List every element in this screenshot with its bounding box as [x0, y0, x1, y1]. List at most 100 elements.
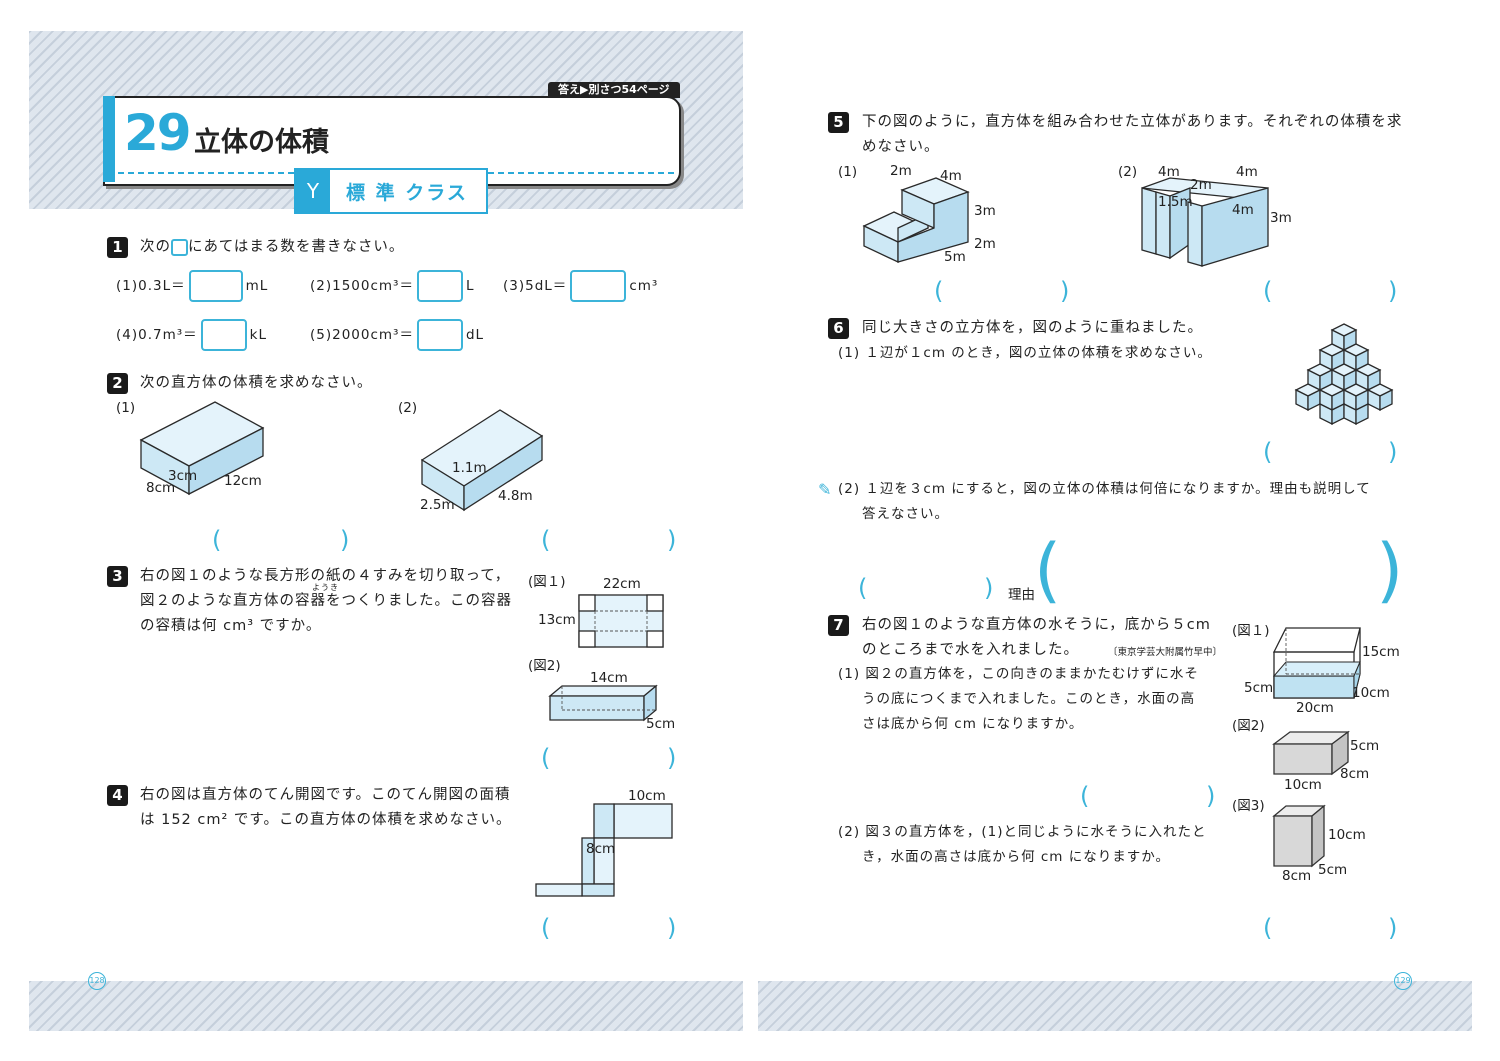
q7-fig2-width: 10cm	[1284, 777, 1322, 793]
q6-cube-pyramid	[1294, 323, 1394, 426]
q5-fig2-dim-d: 1.5m	[1158, 194, 1193, 210]
blank-box-icon	[171, 238, 188, 256]
question-number-6: 6	[828, 318, 849, 339]
q7-sub1-line1: (1) 図２の直方体を，この向きのままかたむけずに水そ	[838, 666, 1199, 682]
q2-sub1-label: (1)	[116, 400, 136, 416]
item-unit: mL	[245, 278, 269, 294]
q7-fig3-depth: 5cm	[1318, 862, 1348, 878]
q1-item-3: (3)5dL＝ cm³	[503, 270, 658, 302]
q7-fig1-label: (図１)	[1232, 623, 1270, 639]
item-pre: 1500cm³＝	[332, 278, 414, 294]
q1-stem-pre: 次の	[140, 239, 171, 255]
q5-fig2-dim-f: 3m	[1270, 210, 1292, 226]
q7-line1: 右の図１のような直方体の水そうに，底から５cm	[862, 617, 1211, 633]
q5-fig1-dim-c: 3m	[974, 203, 996, 219]
item-pre: 2000cm³＝	[332, 327, 414, 343]
q7-fig1-depth: 10cm	[1352, 685, 1390, 701]
q2-fig2-dim-c: 4.8m	[498, 488, 533, 504]
answer-box-1-1[interactable]	[188, 270, 243, 302]
pencil-icon: ✎	[818, 480, 832, 499]
answer-paren-5-1-close: )	[1060, 277, 1070, 305]
question-number-3: 3	[107, 566, 128, 587]
q2-fig2-dim-b: 2.5m	[420, 497, 455, 513]
class-tab: Y 標 準 クラス	[294, 168, 488, 214]
answer-paren-7-2-close: )	[1388, 914, 1398, 942]
q3-fig1-sheet	[578, 594, 664, 648]
sprout-icon: Y	[296, 170, 330, 212]
question-number-1: 1	[107, 237, 128, 258]
q6-stem: 同じ大きさの立方体を，図のように重ねました。	[862, 320, 1203, 336]
item-pre: 5dL＝	[525, 278, 568, 294]
q1-item-2: (2)1500cm³＝ L	[310, 270, 475, 302]
answer-badge: 答え▶別さつ54ページ	[548, 82, 680, 98]
q1-stem: 次のにあてはまる数を書きなさい。	[140, 235, 404, 260]
q7-fig1-height: 15cm	[1362, 644, 1400, 660]
page-number-right: 129	[1394, 972, 1412, 990]
q7-fig1-tank	[1272, 627, 1361, 699]
question-number-7: 7	[828, 615, 849, 636]
q7-fig2-height: 5cm	[1350, 738, 1380, 754]
q5-fig2-u-solid	[1141, 177, 1269, 267]
q4-line1: 右の図は直方体のてん開図です。このてん開図の面積	[140, 787, 511, 803]
answer-paren-6-1-close: )	[1388, 438, 1398, 466]
answer-paren-2-2-close: )	[667, 526, 677, 554]
q7-fig1-width: 20cm	[1296, 700, 1334, 716]
answer-paren-6-2-close: )	[984, 574, 994, 602]
q2-stem: 次の直方体の体積を求めなさい。	[140, 375, 373, 391]
q7-fig2-depth: 8cm	[1340, 766, 1370, 782]
q5-fig2-dim-a: 4m	[1158, 164, 1180, 180]
answer-paren-2-1-open: (	[212, 526, 222, 554]
reason-paren-close: )	[1376, 529, 1404, 611]
answer-paren-5-2-open: (	[1263, 277, 1273, 305]
q6-sub2-line1: (2) １辺を３cm にすると，図の立体の体積は何倍になりますか。理由も説明して	[838, 481, 1371, 497]
q7-source: 〔東京学芸大附属竹早中〕	[1108, 647, 1223, 658]
q3-fig1-label: (図１)	[528, 574, 566, 590]
q3-line2: 図２のような直方体の容器をつくりました。この容器	[140, 593, 512, 609]
answer-box-1-3[interactable]	[570, 270, 627, 302]
answer-box-1-2[interactable]	[416, 270, 463, 302]
q5-fig2-dim-b: 2m	[1190, 177, 1212, 193]
item-unit: kL	[249, 327, 268, 343]
item-unit: cm³	[629, 278, 659, 294]
q1-item-4: (4)0.7m³＝ kL	[116, 319, 267, 351]
item-pre: 0.3L＝	[138, 278, 186, 294]
answer-paren-5-2-close: )	[1388, 277, 1398, 305]
q5-sub2-label: (2)	[1118, 164, 1138, 180]
q7-fig3-width: 8cm	[1282, 868, 1312, 884]
q3-fig2-box	[548, 684, 658, 722]
unit-number: 29	[124, 104, 192, 162]
q3-line3: の容積は何 cm³ ですか。	[140, 618, 322, 634]
q2-fig1-cuboid	[139, 401, 265, 496]
answer-paren-7-1-close: )	[1206, 782, 1216, 810]
q3-fig2-width: 14cm	[590, 670, 628, 686]
q6-sub1: (1) １辺が１cm のとき，図の立体の体積を求めなさい。	[838, 345, 1212, 361]
item-label: (3)	[503, 278, 526, 294]
page-number-left: 128	[88, 972, 106, 990]
q5-fig2-dim-c: 4m	[1236, 164, 1258, 180]
q5-line2: めなさい。	[862, 139, 940, 155]
answer-paren-2-1-close: )	[340, 526, 350, 554]
q7-sub2-line1: (2) 図３の直方体を，(1)と同じように水そうに入れたと	[838, 824, 1207, 840]
q5-fig1-dim-a: 2m	[890, 163, 912, 179]
item-unit: L	[465, 278, 475, 294]
answer-paren-4-open: (	[541, 914, 551, 942]
q3-fig1-width: 22cm	[603, 576, 641, 592]
item-pre: 0.7m³＝	[138, 327, 198, 343]
question-number-2: 2	[107, 373, 128, 394]
q4-dim-2: 8cm	[586, 841, 616, 857]
q7-fig2-label: (図2)	[1232, 718, 1265, 734]
q3-fig2-height: 5cm	[646, 716, 676, 732]
footer-band-left	[29, 981, 743, 1031]
answer-box-1-5[interactable]	[416, 319, 463, 351]
answer-paren-5-1-open: (	[934, 277, 944, 305]
q4-line2: は 152 cm² です。この直方体の体積を求めなさい。	[140, 812, 512, 828]
item-label: (2)	[310, 278, 333, 294]
unit-accent-bar	[103, 96, 115, 182]
question-number-4: 4	[107, 785, 128, 806]
q4-net	[535, 803, 673, 897]
item-label: (4)	[116, 327, 139, 343]
answer-box-1-4[interactable]	[200, 319, 247, 351]
q5-fig1-dim-b: 4m	[940, 168, 962, 184]
q7-line2: のところまで水を入れました。	[862, 642, 1079, 658]
answer-paren-3-close: )	[667, 744, 677, 772]
